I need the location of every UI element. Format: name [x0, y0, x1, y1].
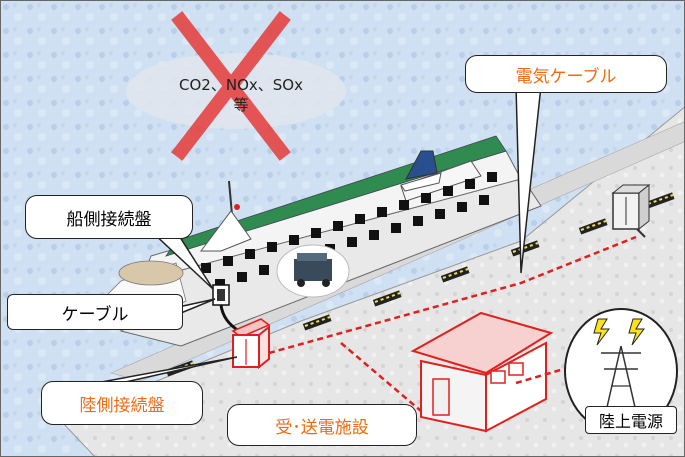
emissions-line1: CO2、NOx、SOx	[179, 76, 303, 94]
shore-connection-panel-callout: 陸側接続盤	[41, 381, 203, 425]
emissions-text: CO2、NOx、SOx 等	[166, 75, 316, 115]
lightning-left-icon	[593, 318, 610, 346]
ship-connection-panel-callout: 船側接続盤	[25, 195, 193, 239]
substation-callout: 受･送電施設	[227, 404, 417, 446]
electric-cable-callout: 電気ケーブル	[465, 55, 667, 93]
distant-connection-panel-graphic	[611, 183, 651, 238]
shore-power-graphic	[564, 308, 678, 434]
emissions-line2: 等	[233, 96, 249, 114]
shore-power-label: 陸上電源	[585, 406, 677, 434]
cable-callout: ケーブル	[7, 294, 183, 330]
substation-graphic	[410, 311, 554, 433]
lightning-right-icon	[628, 318, 645, 346]
shore-connection-panel-graphic	[231, 318, 271, 370]
prohibition-x-icon	[171, 11, 291, 161]
engine-image	[276, 244, 350, 298]
